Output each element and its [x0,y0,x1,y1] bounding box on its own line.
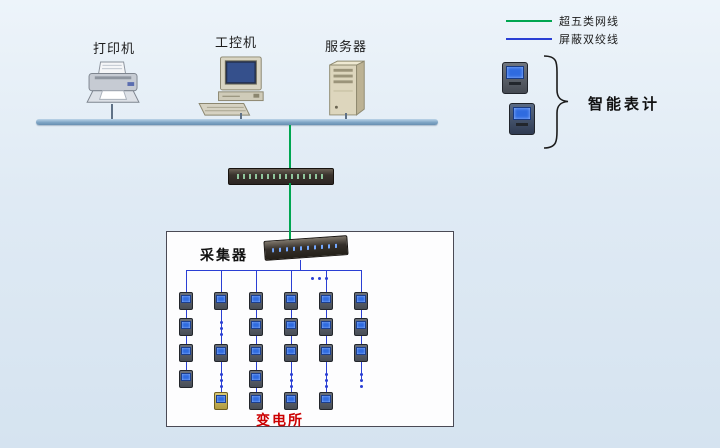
meter-screen [321,347,331,355]
legend-row-twisted-pair: 屏蔽双绞线 [506,30,619,48]
smart-meter-icon [509,103,535,135]
legend-label-twisted-pair: 屏蔽双绞线 [559,34,619,46]
ellipsis-dots [290,373,293,376]
smart-meter-icon [502,62,528,94]
ellipsis-dots [325,373,328,376]
meter-icon [179,292,193,310]
meter-icon [249,392,263,410]
cat5e-wire-switch-to-collector [289,183,291,246]
meter-icon [249,318,263,336]
industrial-pc-label: 工控机 [214,35,257,50]
meter-screen [286,295,296,303]
meter-icon [179,344,193,362]
ellipsis-dots [360,379,363,382]
server-stub-wire [345,113,347,121]
meter-icon [284,344,298,362]
meter-icon [284,392,298,410]
cat5e-wire-bus-to-switch [289,125,291,168]
meter-screen [251,321,261,329]
meter-icon [214,392,228,410]
meter-icon [214,292,228,310]
meter-screen [251,347,261,355]
meter-screen [216,395,226,403]
meter-icon [179,370,193,388]
ellipsis-dots [318,277,321,280]
ellipsis-dots [311,277,314,280]
meter-screen [181,295,191,303]
meter-icon [354,318,368,336]
ellipsis-dots [220,333,223,336]
meter-screen [286,347,296,355]
legend-row-cat5e: 超五类网线 [506,12,619,30]
ellipsis-dots [220,379,223,382]
substation-label: 变电所 [256,414,304,429]
industrial-pc-stub-wire [240,113,242,121]
ellipsis-dots [325,385,328,388]
collector-label: 采集器 [200,249,248,264]
printer-icon [86,61,140,103]
meter-screen [506,66,524,79]
meter-icon [249,344,263,362]
curly-brace-icon [543,55,569,149]
meter-icon [179,318,193,336]
industrial-pc-icon [198,56,264,116]
meter-screen [356,295,366,303]
meter-icon [319,292,333,310]
legend: 超五类网线 屏蔽双绞线 [506,12,619,48]
meter-icon [284,292,298,310]
server-icon [329,60,365,116]
switch-icon [228,168,334,185]
printer-stub-wire [111,104,113,121]
meter-icon [249,292,263,310]
meter-screen [356,347,366,355]
cat5e-line-sample [506,20,552,22]
meter-icon [354,344,368,362]
meter-screen [251,295,261,303]
ellipsis-dots [290,385,293,388]
meter-screen [216,295,226,303]
meter-icon [284,318,298,336]
meter-screen [321,395,331,403]
ellipsis-dots [360,373,363,376]
ellipsis-dots [220,385,223,388]
network-bus-line [36,119,438,125]
meter-screen [356,321,366,329]
meter-icon [319,344,333,362]
meter-icon [319,392,333,410]
industrial-pc-device: 工控机 [196,32,276,119]
ellipsis-dots [325,277,328,280]
meter-icon [249,370,263,388]
meter-screen [321,321,331,329]
meter-screen [181,347,191,355]
printer-label: 打印机 [92,41,135,56]
ellipsis-dots [325,379,328,382]
meter-icon [214,344,228,362]
meter-screen [216,347,226,355]
meter-icon [319,318,333,336]
ellipsis-dots [220,321,223,324]
meter-screen [286,321,296,329]
meter-screen [513,107,531,120]
twisted-pair-line-sample [506,38,552,40]
ellipsis-dots [290,379,293,382]
ellipsis-dots [220,373,223,376]
meter-screen [321,295,331,303]
twisted-pair-bus-wire [186,270,361,271]
printer-device: 打印机 [84,38,144,109]
smart-meter-label: 智能表计 [588,97,661,113]
ellipsis-dots [360,385,363,388]
server-device: 服务器 [320,36,372,119]
legend-label-cat5e: 超五类网线 [559,16,619,28]
meter-screen [251,395,261,403]
meter-screen [181,373,191,381]
ellipsis-dots [220,327,223,330]
meter-screen [251,373,261,381]
meter-screen [181,321,191,329]
meter-icon [354,292,368,310]
collector-feed-wire [300,260,301,270]
server-label: 服务器 [324,39,367,54]
meter-screen [286,395,296,403]
